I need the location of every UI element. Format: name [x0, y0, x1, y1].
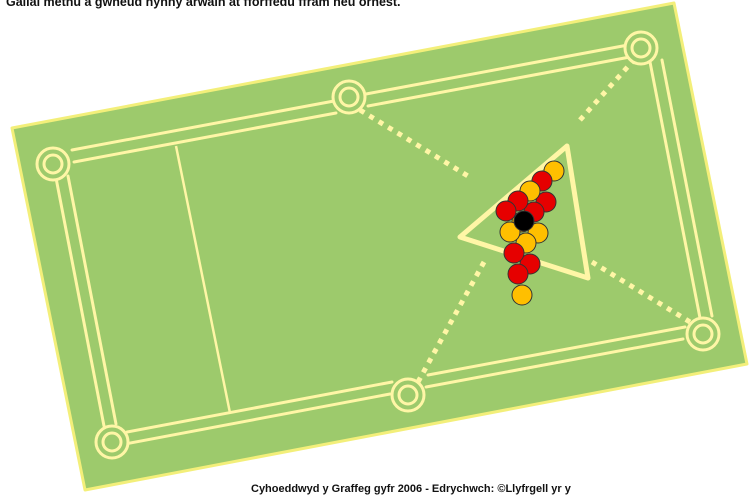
pocket-top-middle	[333, 81, 365, 113]
red-ball	[496, 201, 516, 221]
pocket-bottom-right	[687, 318, 719, 350]
red-ball	[504, 243, 524, 263]
red-ball	[508, 264, 528, 284]
black-ball	[514, 211, 534, 231]
pocket-bottom-middle	[392, 379, 424, 411]
yellow-ball	[512, 285, 532, 305]
footer-credit: Cyhoeddwyd y Graffeg gyfr 2006 - Edrychw…	[251, 482, 571, 496]
pocket-bottom-left	[96, 426, 128, 458]
pocket-top-right	[625, 32, 657, 64]
pocket-top-left	[37, 148, 69, 180]
table-cloth	[12, 3, 747, 490]
